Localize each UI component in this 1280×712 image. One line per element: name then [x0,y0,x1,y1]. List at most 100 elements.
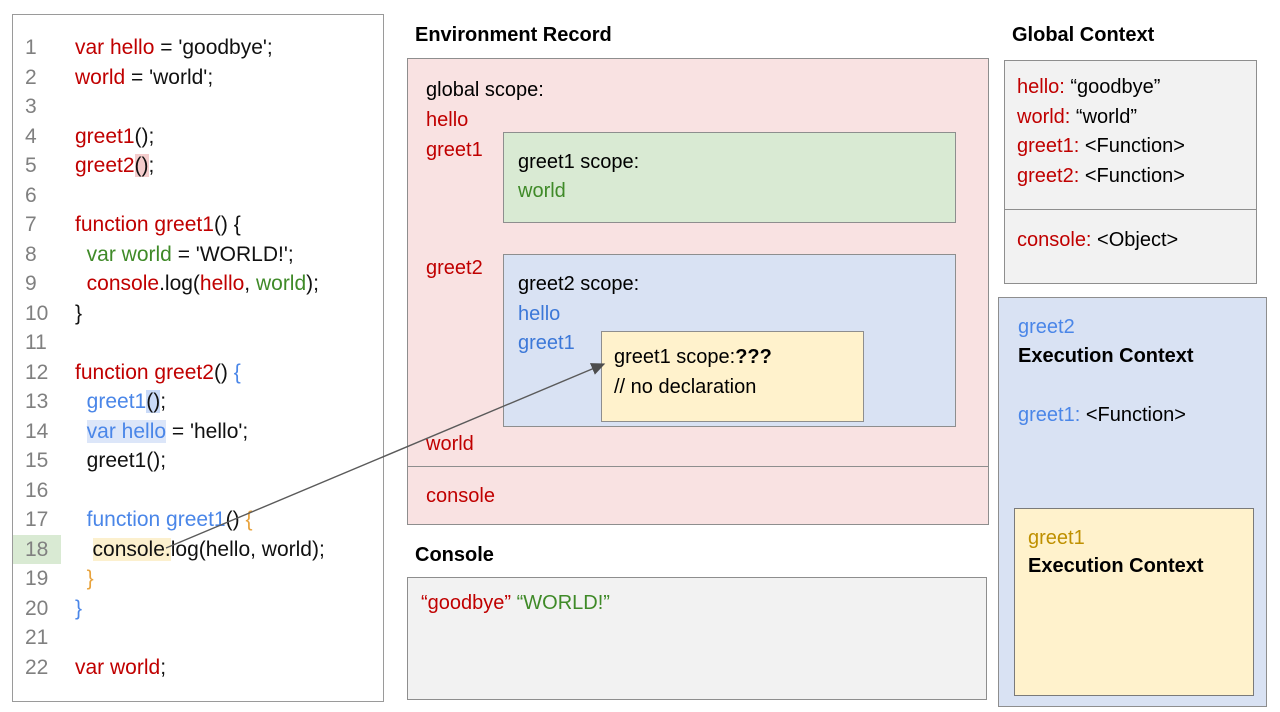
gc-entry-console: console: <Object> [1017,229,1179,251]
greet1-inner-scope-label: greet1 scope:??? [614,344,772,370]
code-line-21: 21 [13,623,383,653]
global-var-hello: hello [426,109,469,131]
greet2-execution-context-box: greet2 Execution Context greet1: <Functi… [998,297,1267,707]
code-text [61,623,75,653]
greet1-scope-label: greet1 scope: [518,151,640,173]
code-line-13: 13 greet1(); [13,387,383,417]
line-number: 9 [25,272,37,295]
code-line-19: 19 } [13,564,383,594]
code-text [61,476,75,506]
global-var-world: world [426,433,474,455]
greet2-ec-title: Execution Context [1018,345,1194,367]
greet2-scope-label: greet2 scope: [518,273,640,295]
code-text: } [75,596,83,620]
global-context-box: hello: “goodbye” world: “world” greet1: … [1004,60,1257,210]
greet1-inner-comment: // no declaration [614,376,757,398]
code-line-16: 16 [13,476,383,506]
gc-entry-greet2: greet2: <Function> [1017,164,1185,187]
code-text: function greet1() { [86,508,253,531]
code-text: world = 'world'; [75,65,214,89]
gc-entry-greet1: greet1: <Function> [1017,135,1185,157]
code-text: var world; [75,655,167,679]
code-line-14: 14 var hello = 'hello'; [13,417,383,447]
code-text: var world = 'WORLD!'; [86,242,294,266]
code-line-4: 4 greet1(); [13,122,383,152]
code-line-20: 20} [13,594,383,624]
line-number: 4 [25,124,37,148]
gc-entry-world: world: “world” [1017,105,1138,128]
code-line-2: 2 world = 'world'; [13,63,383,93]
code-line-10: 10} [13,299,383,329]
code-text: function greet1() { [75,213,241,236]
code-text: greet1(); [86,390,167,413]
global-var-console: console [426,485,495,507]
code-line-11: 11 [13,328,383,358]
code-line-22: 22 var world; [13,653,383,683]
greet1-inner-scope-box: greet1 scope:??? // no declaration [601,331,864,422]
code-line-15: 15 greet1(); [13,446,383,476]
environment-record-box: global scope: hello greet1 greet1 scope:… [407,58,989,468]
code-line-17: 17 function greet1() { [13,505,383,535]
environment-record-title: Environment Record [415,24,612,46]
greet2-ec-entry: greet1: <Function> [1018,404,1186,426]
greet1-execution-context-box: greet1 Execution Context [1014,508,1254,696]
console-title: Console [415,544,494,566]
global-var-greet1: greet1 [426,139,483,161]
code-text: } [86,567,94,590]
code-line-5: 5 greet2(); [13,151,383,181]
code-text: greet1(); [75,124,155,148]
greet1-ec-name: greet1 [1028,527,1085,549]
global-context-console-box: console: <Object> [1004,209,1257,284]
line-number: 6 [25,183,37,207]
code-text: console.log(hello, world); [92,537,325,561]
line-number: 3 [25,95,37,118]
code-text [61,92,75,122]
line-number: 5 [25,154,37,177]
line-number: 16 [25,478,49,502]
console-output-world: “WORLD!” [516,592,610,614]
line-number: 12 [25,360,49,384]
console-output-goodbye: “goodbye” [421,592,512,614]
code-text: greet2(); [75,154,155,177]
greet2-scope-var-greet1: greet1 [518,332,575,354]
code-text [61,328,75,358]
global-scope-label: global scope: [426,79,544,101]
code-line-18: 18 console.log(hello, world); [13,534,383,564]
code-text: console.log(hello, world); [86,272,319,295]
code-line-8: 8 var world = 'WORLD!'; [13,240,383,270]
greet1-scope-box: greet1 scope: world [503,132,956,223]
line-number: 7 [25,213,37,236]
line-number: 8 [25,242,37,266]
console-var-box: console [407,466,989,525]
greet2-ec-name: greet2 [1018,316,1075,338]
greet2-scope-box: greet2 scope: hello greet1 greet1 scope:… [503,254,956,427]
code-text: function greet2() { [75,360,241,384]
code-line-3: 3 [13,92,383,122]
line-number: 22 [25,655,49,679]
code-line-9: 9 console.log(hello, world); [13,269,383,299]
line-number: 15 [25,449,49,472]
global-context-title: Global Context [1012,24,1155,46]
line-number: 10 [25,301,49,325]
line-number: 21 [25,626,49,649]
code-text: var hello = 'hello'; [86,419,249,443]
code-text: var hello = 'goodbye'; [75,36,273,59]
line-number: 2 [25,65,37,89]
line-number: 11 [25,331,47,354]
global-var-greet2: greet2 [426,257,483,279]
line-number: 14 [25,419,49,443]
greet1-ec-title: Execution Context [1028,555,1204,577]
line-number: 17 [25,508,49,531]
greet1-inner-scope-text: greet1 scope: [614,346,736,368]
greet1-inner-unknown: ??? [735,346,772,368]
greet1-scope-var-world: world [518,180,566,202]
line-number: 20 [25,596,49,620]
code-line-7: 7 function greet1() { [13,210,383,240]
code-text: greet1(); [86,449,167,472]
code-text [61,181,75,211]
line-number: 18 [13,534,61,564]
greet2-scope-var-hello: hello [518,303,561,325]
